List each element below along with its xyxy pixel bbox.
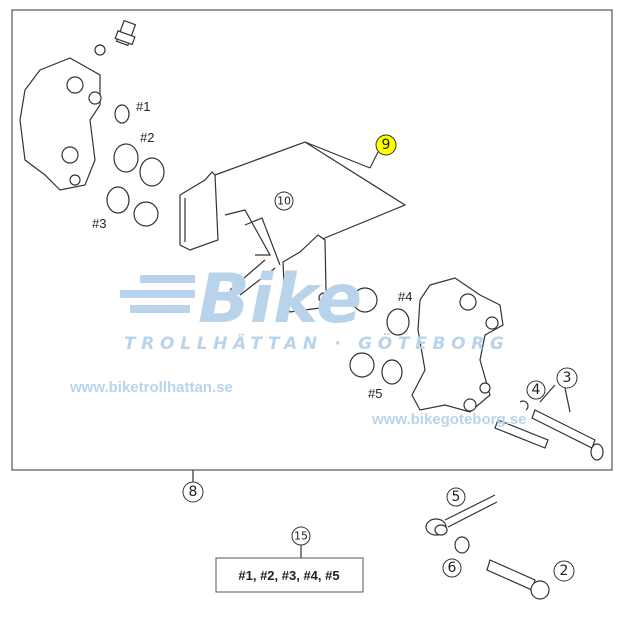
callout-3[interactable]: 3 — [556, 367, 578, 389]
seal-label-2: #2 — [140, 130, 154, 145]
pad-spring[interactable] — [224, 209, 281, 296]
brake-pad-right[interactable] — [282, 234, 331, 313]
seal-kit-box — [215, 557, 364, 593]
callout-8[interactable]: 8 — [182, 481, 204, 503]
svg-text:2: 2 — [560, 563, 569, 579]
bleeder-valve[interactable] — [94, 19, 137, 56]
watermark: Bike TROLLHÄTTAN · GÖTEBORG www.biketrol… — [69, 260, 526, 428]
pad-set-bracket — [214, 141, 407, 241]
seal-label-4: #4 — [398, 289, 412, 304]
callout-4[interactable]: 4 — [526, 380, 546, 400]
seal-label-5: #5 — [368, 386, 382, 401]
pin-bolts[interactable] — [494, 409, 604, 461]
banjo-bolt[interactable] — [486, 559, 550, 600]
svg-text:9: 9 — [382, 137, 391, 153]
caliper-left-half[interactable] — [19, 57, 102, 191]
svg-text:5: 5 — [452, 489, 461, 505]
callout-15[interactable]: 15 — [291, 526, 311, 546]
svg-text:10: 10 — [277, 195, 291, 208]
brake-pad-left[interactable] — [179, 171, 219, 251]
assembly-frame — [11, 9, 613, 471]
callout-6[interactable]: 6 — [442, 558, 462, 578]
callout-2[interactable]: 2 — [553, 560, 575, 582]
watermark-url-right: www.bikegoteborg.se — [371, 411, 526, 428]
watermark-logo: Bike — [198, 260, 362, 339]
svg-text:3: 3 — [563, 370, 572, 386]
svg-text:15: 15 — [294, 530, 308, 543]
watermark-url-left: www.biketrollhattan.se — [69, 379, 233, 396]
clip[interactable] — [519, 400, 529, 411]
svg-text:4: 4 — [532, 382, 541, 398]
watermark-tagline: TROLLHÄTTAN · GÖTEBORG — [124, 332, 504, 354]
seal-label-1: #1 — [136, 99, 150, 114]
seal-kit-contents: #1, #2, #3, #4, #5 — [238, 568, 339, 583]
seals-right[interactable] — [349, 287, 410, 385]
brake-hose-banjo[interactable] — [425, 494, 498, 536]
crush-washer[interactable] — [454, 536, 470, 554]
caliper-right-half[interactable] — [411, 277, 504, 413]
svg-text:6: 6 — [448, 560, 457, 576]
seal-label-3: #3 — [92, 216, 106, 231]
svg-text:8: 8 — [189, 484, 198, 500]
callout-9[interactable]: 9 — [375, 134, 397, 156]
callout-10[interactable]: 10 — [274, 191, 294, 211]
seals-left[interactable] — [106, 104, 165, 227]
callout-5[interactable]: 5 — [446, 487, 466, 507]
